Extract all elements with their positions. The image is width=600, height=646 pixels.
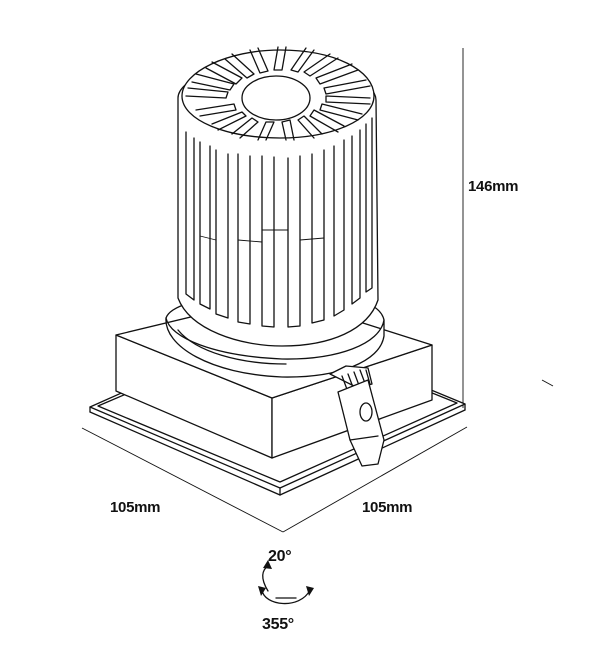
tilt-angle-label: 20°	[268, 548, 292, 565]
rotation-arrow-icon	[258, 586, 314, 605]
radial-fins	[181, 46, 375, 141]
width-dimension-line	[81, 427, 284, 533]
center-cap	[241, 75, 311, 121]
curved-arrow-icon	[262, 560, 297, 599]
spring-clip	[329, 365, 385, 467]
height-dimension-tick	[541, 379, 554, 387]
depth-label: 105mm	[362, 499, 413, 516]
width-label: 105mm	[110, 499, 161, 516]
height-label: 146mm	[468, 178, 519, 195]
rotation-angle-label: 355°	[262, 616, 294, 633]
depth-dimension-line	[282, 426, 468, 533]
